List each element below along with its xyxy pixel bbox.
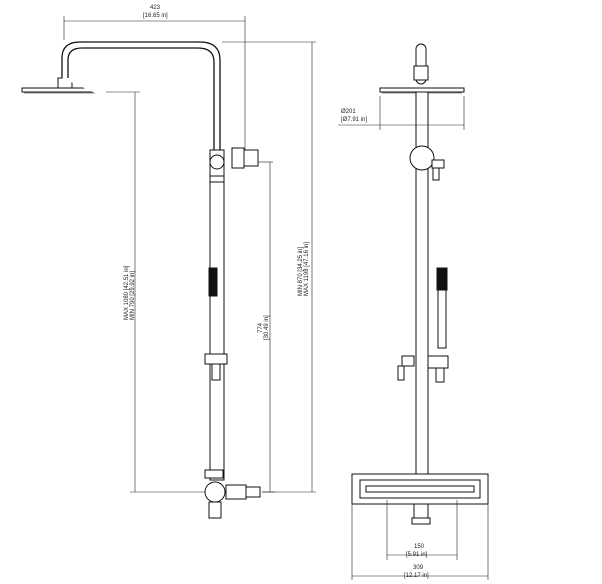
thermostat-knob [245, 486, 261, 498]
reach-mm: 423 [150, 5, 161, 11]
front-view [351, 43, 489, 525]
shower-head-front [379, 87, 465, 93]
handshower-height-in: [30.49 in] [264, 315, 270, 340]
front-dimensions: Ø201 [Ø7.91 in] 150 [5.91 in] 309 [12.17… [338, 96, 489, 580]
holder [204, 353, 228, 365]
handshower-height-mm: 774 [258, 322, 264, 333]
reach-in: [16.65 in] [143, 13, 168, 19]
min-height-head: MIN 790 [29.92 in] [130, 271, 136, 320]
max-total: MAX 1198 [47.16 in] [304, 242, 310, 296]
thermostat-body [204, 481, 226, 503]
centers-in: [5.91 in] [406, 552, 428, 558]
upper-diverter [209, 154, 225, 170]
centers-mm: 150 [414, 544, 425, 550]
min-total: MIN 870 [34.25 in] [298, 247, 304, 296]
width-in: [12.17 in] [404, 573, 429, 579]
upper-knob [243, 149, 259, 167]
head-diameter-mm: Ø201 [341, 109, 356, 115]
head-diameter-in: [Ø7.91 in] [341, 117, 367, 123]
side-view [21, 41, 261, 519]
max-height-head: MAX 1080 [42.51 in] [124, 265, 130, 320]
width-mm: 309 [413, 565, 424, 571]
handshower-handle [437, 289, 447, 349]
side-dimensions: 423 [16.65 in] MAX 1080 [42.51 in] MIN 7… [63, 5, 316, 493]
handshower-head-front [436, 267, 448, 291]
riser-pipe [209, 149, 225, 481]
diverter-lever [432, 167, 440, 181]
holder-lever [397, 365, 405, 381]
diverter-front [409, 145, 435, 171]
handshower-side [208, 267, 218, 297]
